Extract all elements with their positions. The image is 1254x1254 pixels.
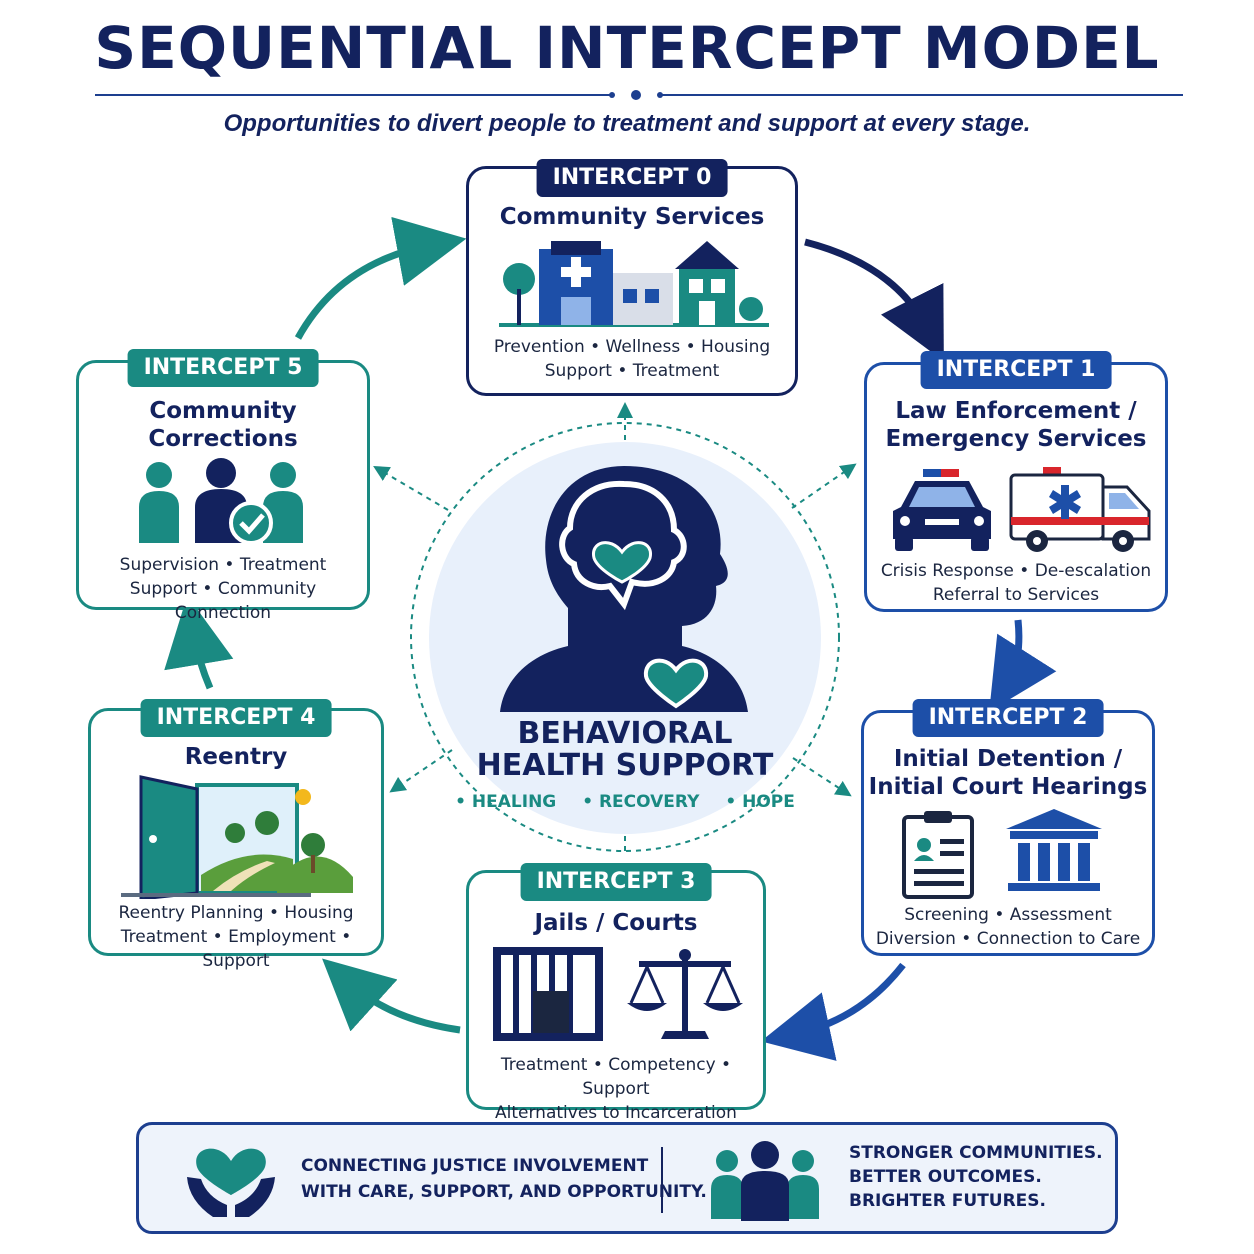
scales-icon <box>627 949 743 1039</box>
group-people-icon <box>711 1141 819 1221</box>
tag-hope: • HOPE <box>725 792 795 812</box>
arrow-4-to-5 <box>164 595 234 690</box>
intercept-4-card: INTERCEPT 4 Reentry Reentry Planning • H… <box>88 699 384 971</box>
intercept-2-desc: Screening • Assessment Diversion • Conne… <box>875 905 1141 949</box>
title-divider <box>95 90 1183 100</box>
intercept-4-desc: Reentry Planning • Housing Treatment • E… <box>118 903 354 971</box>
intercept-1-label: INTERCEPT 1 <box>920 351 1112 389</box>
arrow-1-to-2 <box>989 619 1057 712</box>
ambulance-icon <box>1009 467 1151 552</box>
intercept-4-label: INTERCEPT 4 <box>140 699 332 737</box>
intercept-2-card: INTERCEPT 2 Initial Detention / Initial … <box>861 699 1155 956</box>
center-tags: • HEALING • RECOVERY • HOPE <box>420 792 830 812</box>
intercept-2-title: Initial Detention / Initial Court Hearin… <box>868 746 1148 800</box>
intercept-3-desc: Treatment • Competency • Support Alterna… <box>495 1055 737 1123</box>
intercept-1-card: INTERCEPT 1 Law Enforcement / Emergency … <box>864 351 1168 612</box>
clipboard-icon <box>902 811 974 899</box>
police-car-icon <box>893 469 991 551</box>
intercept-5-desc: Supervision • Treatment Support • Commun… <box>119 555 327 623</box>
intercept-3-title: Jails / Courts <box>534 910 698 936</box>
hands-heart-icon <box>187 1148 275 1217</box>
arrow-0-to-1 <box>804 238 944 362</box>
intercept-5-card: INTERCEPT 5 Community Corrections Superv… <box>76 349 370 623</box>
center-title: BEHAVIORAL HEALTH SUPPORT <box>420 718 830 782</box>
tag-healing: • HEALING <box>455 792 557 812</box>
page-subtitle: Opportunities to divert people to treatm… <box>223 110 1031 137</box>
people-check-icon <box>139 458 303 545</box>
open-door-icon <box>121 775 353 899</box>
intercept-5-title: Community Corrections <box>148 398 298 452</box>
hospital-icon <box>499 241 769 327</box>
intercept-5-label: INTERCEPT 5 <box>127 349 319 387</box>
footer-right-text: STRONGER COMMUNITIES. BETTER OUTCOMES. B… <box>849 1143 1103 1211</box>
center-title-line2: HEALTH SUPPORT <box>476 748 774 783</box>
tag-recovery: • RECOVERY <box>582 792 700 812</box>
center-title-line1: BEHAVIORAL <box>517 716 733 751</box>
courthouse-icon <box>1006 809 1102 891</box>
footer-left-text: CONNECTING JUSTICE INVOLVEMENT WITH CARE… <box>301 1156 707 1202</box>
page-title: SEQUENTIAL INTERCEPT MODEL <box>94 14 1160 82</box>
intercept-3-label: INTERCEPT 3 <box>520 863 712 901</box>
intercept-3-card: INTERCEPT 3 Jails / Courts Treatment • C… <box>466 863 766 1123</box>
jail-bars-icon <box>493 947 603 1041</box>
arrow-3-to-4 <box>322 958 461 1034</box>
head-brain-heart-icon <box>500 466 748 712</box>
arrow-5-to-0 <box>294 216 467 340</box>
footer-banner: CONNECTING JUSTICE INVOLVEMENT WITH CARE… <box>136 1122 1118 1234</box>
intercept-1-title: Law Enforcement / Emergency Services <box>885 398 1147 452</box>
intercept-0-card: INTERCEPT 0 Community Services Preventio… <box>466 159 798 396</box>
intercept-0-desc: Prevention • Wellness • Housing Support … <box>493 337 771 381</box>
intercept-0-title: Community Services <box>499 204 765 230</box>
arrow-2-to-3 <box>760 962 906 1061</box>
intercept-1-desc: Crisis Response • De-escalation Referral… <box>880 561 1152 605</box>
footer-divider <box>661 1147 663 1213</box>
intercept-2-label: INTERCEPT 2 <box>912 699 1104 737</box>
intercept-4-title: Reentry <box>184 744 288 770</box>
intercept-0-label: INTERCEPT 0 <box>536 159 728 197</box>
